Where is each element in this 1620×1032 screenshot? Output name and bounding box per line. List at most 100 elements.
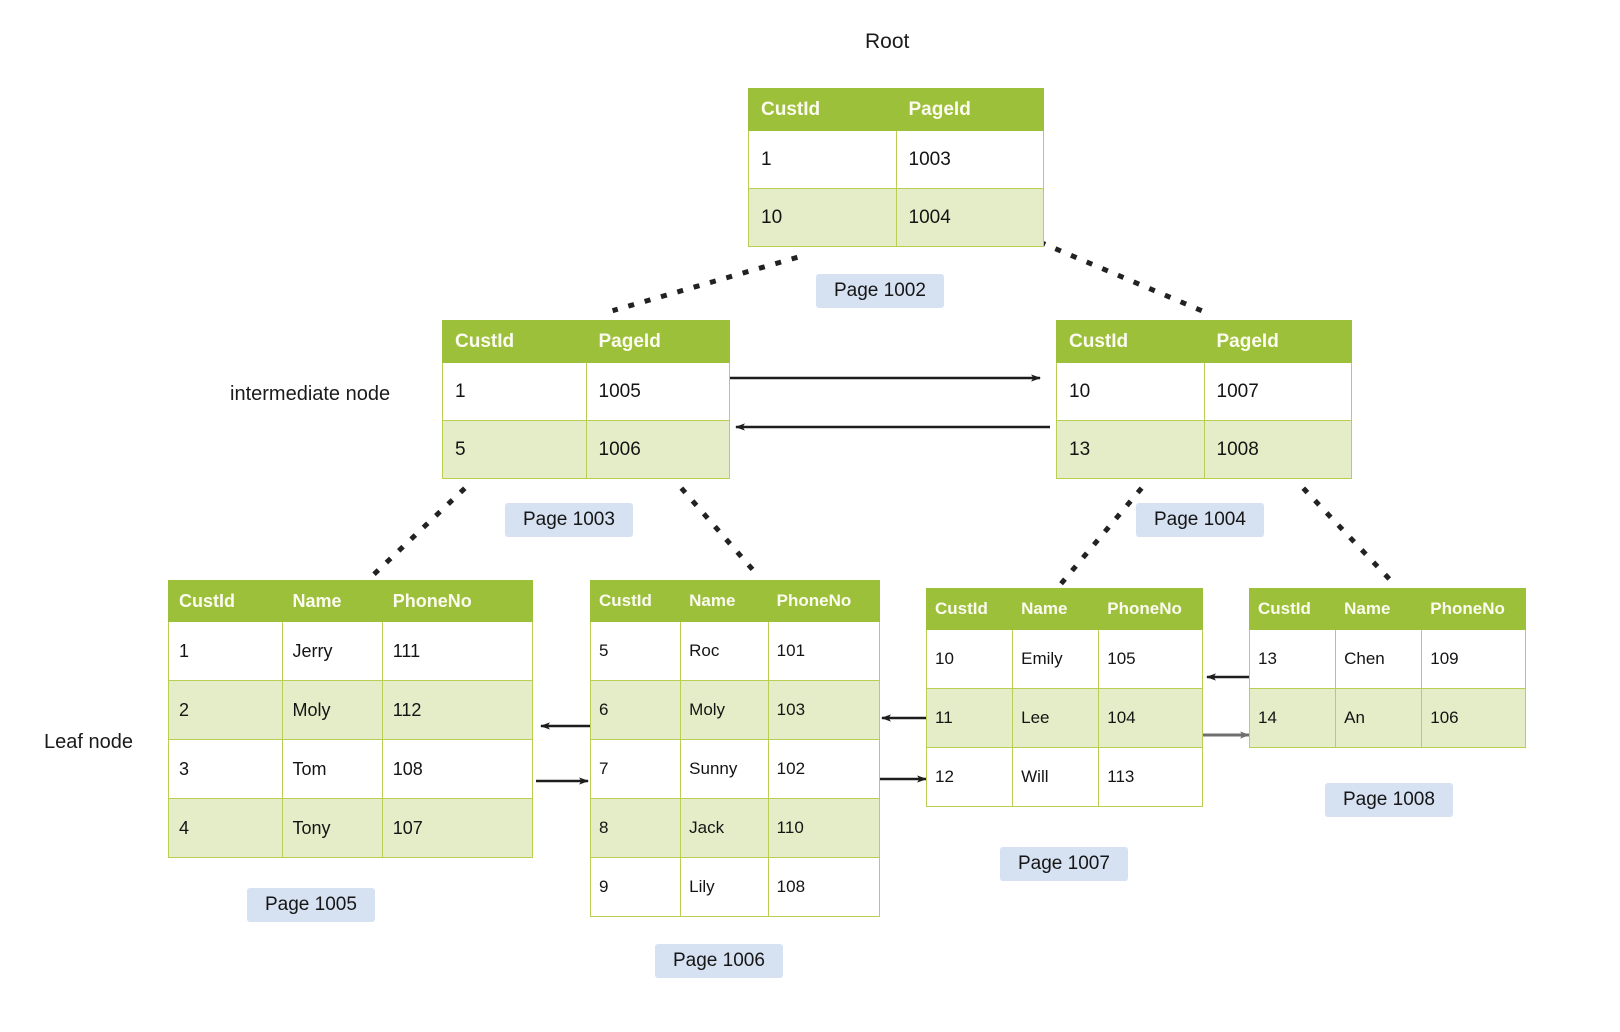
table-row[interactable]: 11 Lee 104 — [925, 688, 1203, 748]
cell-custid: 1 — [748, 130, 897, 189]
cell-name: An — [1335, 688, 1423, 748]
cell-name: Moly — [680, 680, 769, 740]
cell-name: Will — [1012, 747, 1100, 807]
cell-phoneno: 108 — [767, 857, 881, 917]
cell-phoneno: 107 — [381, 798, 534, 858]
table-row[interactable]: 8 Jack 110 — [589, 798, 881, 858]
leaf-node-table-page1006[interactable]: CustId Name PhoneNo 5 Roc 101 6 Moly 103… — [589, 580, 881, 917]
cell-custid: 13 — [1248, 629, 1337, 689]
table-row[interactable]: 10 1007 — [1056, 362, 1352, 421]
table-row[interactable]: 6 Moly 103 — [589, 680, 881, 740]
table-row[interactable]: 12 Will 113 — [925, 747, 1203, 807]
edge-root-to-page1004 — [1038, 239, 1204, 314]
table-row[interactable]: 5 1006 — [442, 420, 730, 479]
table-header-row: CustId Name PhoneNo — [925, 588, 1203, 630]
cell-phoneno: 105 — [1098, 629, 1203, 689]
table-row[interactable]: 1 Jerry 111 — [168, 621, 534, 681]
cell-custid: 7 — [589, 739, 682, 799]
cell-pageid: 1004 — [895, 188, 1044, 247]
column-header-pageid: PageId — [1203, 320, 1352, 363]
table-row[interactable]: 4 Tony 107 — [168, 798, 534, 858]
column-header-phoneno: PhoneNo — [381, 580, 534, 622]
cell-custid: 1 — [442, 362, 587, 421]
table-row[interactable]: 13 Chen 109 — [1248, 629, 1526, 689]
cell-name: Lee — [1012, 688, 1100, 748]
cell-custid: 10 — [925, 629, 1014, 689]
cell-phoneno: 104 — [1098, 688, 1203, 748]
cell-pageid: 1003 — [895, 130, 1044, 189]
edge-page1003-to-page1006 — [679, 486, 764, 582]
column-header-custid: CustId — [748, 88, 897, 131]
cell-name: Chen — [1335, 629, 1423, 689]
cell-custid: 9 — [589, 857, 682, 917]
table-row[interactable]: 7 Sunny 102 — [589, 739, 881, 799]
table-row[interactable]: 13 1008 — [1056, 420, 1352, 479]
cell-name: Jack — [680, 798, 769, 858]
root-node-table[interactable]: CustId PageId 1 1003 10 1004 — [748, 88, 1044, 247]
table-header-row: CustId PageId — [442, 320, 730, 363]
page-badge-1003: Page 1003 — [505, 503, 633, 537]
cell-pageid: 1006 — [585, 420, 730, 479]
cell-custid: 3 — [168, 739, 283, 799]
intermediate-node-table-page1003[interactable]: CustId PageId 1 1005 5 1006 — [442, 320, 730, 479]
cell-pageid: 1008 — [1203, 420, 1352, 479]
table-row[interactable]: 9 Lily 108 — [589, 857, 881, 917]
table-row[interactable]: 5 Roc 101 — [589, 621, 881, 681]
cell-custid: 6 — [589, 680, 682, 740]
cell-phoneno: 108 — [381, 739, 534, 799]
table-row[interactable]: 1 1005 — [442, 362, 730, 421]
column-header-custid: CustId — [589, 580, 682, 622]
cell-custid: 11 — [925, 688, 1014, 748]
table-header-row: CustId Name PhoneNo — [1248, 588, 1526, 630]
edge-page1004-to-page1008 — [1301, 486, 1399, 589]
column-header-phoneno: PhoneNo — [767, 580, 881, 622]
cell-phoneno: 113 — [1098, 747, 1203, 807]
page-badge-1002: Page 1002 — [816, 274, 944, 308]
edge-root-to-page1003 — [611, 254, 799, 314]
page-badge-1006: Page 1006 — [655, 944, 783, 978]
cell-phoneno: 106 — [1421, 688, 1526, 748]
table-header-row: CustId Name PhoneNo — [589, 580, 881, 622]
leaf-node-table-page1008[interactable]: CustId Name PhoneNo 13 Chen 109 14 An 10… — [1248, 588, 1526, 748]
cell-phoneno: 110 — [767, 798, 881, 858]
leaf-node-table-page1007[interactable]: CustId Name PhoneNo 10 Emily 105 11 Lee … — [925, 588, 1203, 807]
column-header-name: Name — [1335, 588, 1423, 630]
page-badge-1004: Page 1004 — [1136, 503, 1264, 537]
cell-pageid: 1005 — [585, 362, 730, 421]
cell-name: Sunny — [680, 739, 769, 799]
table-row[interactable]: 2 Moly 112 — [168, 680, 534, 740]
table-header-row: CustId PageId — [1056, 320, 1352, 363]
cell-custid: 12 — [925, 747, 1014, 807]
cell-phoneno: 112 — [381, 680, 534, 740]
column-header-custid: CustId — [1056, 320, 1205, 363]
edge-page1003-to-page1005 — [366, 486, 467, 582]
cell-name: Tom — [281, 739, 383, 799]
cell-custid: 13 — [1056, 420, 1205, 479]
cell-custid: 5 — [442, 420, 587, 479]
table-row[interactable]: 1 1003 — [748, 130, 1044, 189]
column-header-name: Name — [281, 580, 383, 622]
cell-custid: 5 — [589, 621, 682, 681]
table-row[interactable]: 14 An 106 — [1248, 688, 1526, 748]
page-badge-1005: Page 1005 — [247, 888, 375, 922]
intermediate-node-table-page1004[interactable]: CustId PageId 10 1007 13 1008 — [1056, 320, 1352, 479]
column-header-phoneno: PhoneNo — [1421, 588, 1526, 630]
edge-page1004-to-page1007 — [1056, 486, 1144, 589]
table-row[interactable]: 10 Emily 105 — [925, 629, 1203, 689]
cell-phoneno: 103 — [767, 680, 881, 740]
cell-pageid: 1007 — [1203, 362, 1352, 421]
cell-name: Emily — [1012, 629, 1100, 689]
page-badge-1008: Page 1008 — [1325, 783, 1453, 817]
column-header-custid: CustId — [442, 320, 587, 363]
cell-custid: 1 — [168, 621, 283, 681]
page-title: Root — [865, 30, 910, 53]
leaf-node-table-page1005[interactable]: CustId Name PhoneNo 1 Jerry 111 2 Moly 1… — [168, 580, 534, 858]
column-header-custid: CustId — [925, 588, 1014, 630]
column-header-pageid: PageId — [895, 88, 1044, 131]
cell-custid: 2 — [168, 680, 283, 740]
table-header-row: CustId Name PhoneNo — [168, 580, 534, 622]
cell-custid: 14 — [1248, 688, 1337, 748]
table-row[interactable]: 3 Tom 108 — [168, 739, 534, 799]
cell-name: Tony — [281, 798, 383, 858]
table-row[interactable]: 10 1004 — [748, 188, 1044, 247]
